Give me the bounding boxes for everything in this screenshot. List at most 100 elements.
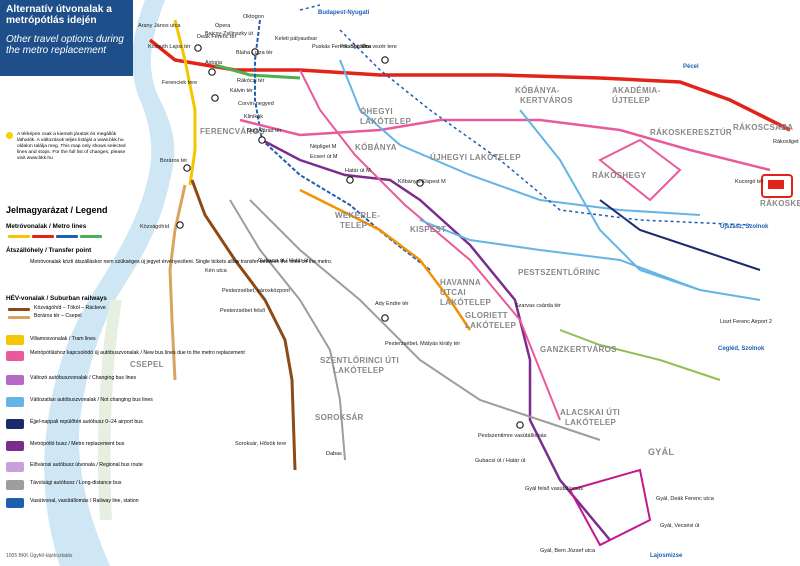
station-hatar-ut[interactable]	[346, 176, 354, 184]
label-gyal-felso[interactable]: Gyál felső vasútállomás	[525, 486, 583, 492]
label-bajcsy[interactable]: Bajcsy-Zsilinszky út	[205, 31, 253, 37]
label-ferenciek[interactable]: Ferenciek tere	[162, 80, 197, 86]
legend-regional-label: Elővárosi autóbusz útvonala / Regional b…	[30, 462, 143, 468]
label-gyal-deak[interactable]: Gyál, Deák Ferenc utca	[656, 496, 715, 502]
label-oktogon[interactable]: Oktogon	[243, 14, 264, 20]
district-havanna-3: LAKÓTELEP	[440, 298, 492, 307]
railway-line-2	[299, 4, 321, 11]
label-szarvas-csarda[interactable]: Szarvas csárda tér	[515, 303, 561, 309]
label-pesterzsebet-felso[interactable]: Pesterzsébet felső	[220, 308, 265, 314]
label-hatar-ut[interactable]: Határ út M	[345, 168, 371, 174]
label-kozvagohid[interactable]: Közvágóhíd	[140, 224, 169, 230]
ext-cegled: Cegléd, Szolnok	[718, 346, 765, 352]
label-ken-utca[interactable]: Kén utca	[205, 268, 228, 274]
label-keleti[interactable]: Keleti pályaudvar	[275, 36, 317, 42]
label-puskas[interactable]: Puskás Ferenc Stadion	[312, 44, 369, 50]
label-kucorgo[interactable]: Kucorgó tér	[735, 179, 764, 185]
label-rakosliget[interactable]: Rákosliget	[773, 139, 799, 145]
legend-rail-swatch	[6, 498, 24, 508]
station-nagyvarad-ter[interactable]	[258, 136, 266, 144]
station-deak-ferenc-ter[interactable]	[194, 44, 202, 52]
label-matyas-kiraly[interactable]: Pesterzsébet, Mátyás király tér	[385, 341, 460, 347]
label-corvin[interactable]: Corvin-negyed	[238, 101, 274, 107]
district-rakoskert: RÁKOSKERT	[760, 199, 800, 208]
bus-line-orange	[299, 188, 472, 331]
label-nagyvarad[interactable]: Nagyvárad tér	[247, 128, 282, 134]
bus-line-grey-2	[249, 199, 601, 441]
label-soroksar-hosok[interactable]: Soroksár, Hősök tere	[235, 441, 286, 447]
title-hungarian: Alternatív útvonalak a metrópótlás idejé…	[6, 4, 112, 26]
replacement-bus-m3	[261, 138, 611, 541]
district-ferencvaros: FERENCVÁROS	[200, 127, 265, 136]
station-kalvin-ter[interactable]	[211, 94, 219, 102]
label-ecseri[interactable]: Ecseri út M	[310, 154, 338, 160]
bus-line-green	[559, 329, 721, 381]
label-arany-janos[interactable]: Arany János utca	[138, 23, 181, 29]
label-pesterzsebet-varoskozpont[interactable]: Pesterzsébet, városközpont	[222, 288, 290, 294]
label-kossuth[interactable]: Kossuth Lajos tér	[148, 44, 191, 50]
label-ors-vezer[interactable]: Örs vezér tere	[362, 43, 397, 50]
station-kozvagohid[interactable]	[176, 221, 184, 229]
legend-notchanging-label: Változatlan autóbuszvonalak / Not changi…	[30, 397, 153, 403]
legend-regional-swatch	[6, 462, 24, 472]
label-pillango[interactable]: Pillangó utca	[340, 44, 372, 50]
station-astoria[interactable]	[208, 68, 216, 76]
label-gyal-vecsesi[interactable]: Gyál, Vecsési út	[660, 523, 700, 529]
tram-ring	[173, 19, 197, 186]
transfer-stations	[176, 44, 524, 429]
legend-longdist-label: Távolsági autóbusz / Long-distance bus	[30, 480, 122, 486]
legend-night-label: Éjjel-nappali repülőtéri autóbusz 0–24 a…	[30, 419, 143, 425]
label-nepliget[interactable]: Népliget M	[310, 144, 337, 150]
label-astoria[interactable]: Astoria	[205, 60, 223, 66]
legend-hev-title: HÉV-vonalak / Suburban railways	[6, 295, 107, 302]
legend-tram-swatch	[6, 335, 24, 345]
label-opera[interactable]: Opera	[215, 23, 231, 29]
district-kobanya: KŐBÁNYA	[355, 143, 397, 152]
station-ors-vezer-tere[interactable]	[381, 56, 389, 64]
legend-metrobus-label: Metrópótló busz / Metro replacement bus	[30, 441, 125, 447]
warning-icon	[6, 132, 13, 139]
station-pestszentimre[interactable]	[516, 421, 524, 429]
bus-line-blue-3	[419, 219, 701, 291]
ext-ujszasz: Újszász, Szolnok	[720, 223, 769, 230]
label-kobanya-kispest[interactable]: Kőbánya-Kispest M	[398, 179, 446, 185]
label-gubacsi[interactable]: Gubacsi út / Határ út	[258, 258, 309, 264]
bus-line-blue-1	[339, 59, 701, 216]
label-ady-endre[interactable]: Ady Endre tér	[375, 301, 409, 307]
label-klinikak[interactable]: Klinikák	[244, 114, 263, 120]
label-rakoczi[interactable]: Rákóczi tér	[237, 78, 265, 84]
title-english: Other travel options during the metro re…	[6, 34, 124, 56]
station-boraros-ter[interactable]	[183, 164, 191, 172]
label-deak[interactable]: Deák Ferenc tér	[197, 34, 237, 40]
bus-line-grey-1	[229, 199, 346, 461]
district-soroksar: SOROKSÁR	[315, 413, 364, 422]
district-gloriett-2: LAKÓTELEP	[465, 321, 517, 330]
district-gloriett: GLORIETT	[465, 311, 508, 320]
label-pestszentimre[interactable]: Pestszentimre vasútállomás	[478, 433, 547, 439]
label-boraros[interactable]: Boráros tér	[160, 158, 187, 164]
railway-line	[339, 29, 751, 226]
label-gyal-bem[interactable]: Gyál, Bem József utca	[540, 548, 596, 554]
label-blaha[interactable]: Blaha Lujza tér	[236, 50, 273, 56]
metro-line-m4	[214, 63, 301, 80]
station-kobanya-kispest[interactable]	[416, 179, 424, 187]
danube-river	[44, 0, 175, 566]
label-liszt-ferenc[interactable]: Liszt Ferenc Airport 2	[720, 319, 772, 325]
legend-transfer-text: Metróvonalak közti átszálláskor nem szük…	[30, 259, 333, 265]
legend-rail-label: Vasútvonal, vasútállomás / Railway line,…	[30, 498, 139, 504]
label-kalvin[interactable]: Kálvin tér	[230, 88, 253, 94]
legend-metrobus-swatch	[6, 441, 24, 451]
station-blaha-lujza-ter[interactable]	[251, 48, 259, 56]
bus-line-navy	[599, 199, 761, 271]
district-wekerle: WEKERLE-	[335, 211, 380, 220]
legend-transfer-title: Átszállóhely / Transfer point	[6, 247, 92, 254]
station-ady-endre-ter[interactable]	[381, 314, 389, 322]
legend-hev-rackeve-label: Közvágóhíd – Tököl – Ráckeve	[34, 305, 106, 311]
ext-lajosmizse: Lajosmizse	[650, 553, 683, 559]
hev-line-rackeve	[190, 179, 297, 471]
district-szentlorinci-2: LAKÓTELEP	[333, 366, 385, 375]
ext-dabas: Dabas	[326, 451, 342, 457]
station-labels: Arany János utca Oktogon Opera Bajcsy-Zs…	[138, 14, 799, 554]
label-gubacsi-2[interactable]: Gubacsi út / Határ út	[475, 458, 526, 464]
